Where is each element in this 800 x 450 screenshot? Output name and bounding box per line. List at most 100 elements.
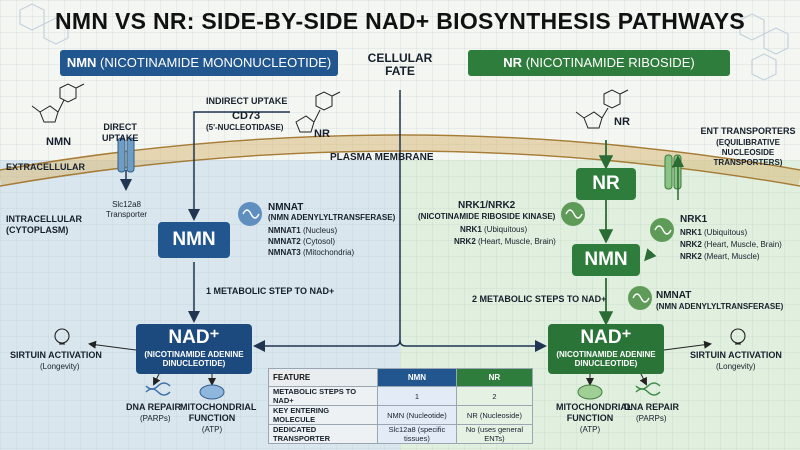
nr-header-abbr: NR bbox=[503, 55, 523, 70]
nrk-right-item-1: NRK1 (Ubiquitous) bbox=[680, 228, 747, 238]
nmn-molecule-label: NMN bbox=[46, 136, 72, 148]
table-header-nr: NR bbox=[455, 368, 534, 387]
nmnat-enzyme-icon bbox=[238, 202, 262, 226]
nrk-right-item-2-val: (Heart, Muscle, Brain) bbox=[704, 240, 782, 249]
nad-box-left: NAD⁺ (NICOTINAMIDE ADENINE DINUCLEOTIDE) bbox=[136, 324, 252, 374]
nr-molecule-label-right: NR bbox=[614, 116, 630, 128]
nrk-right-item-1-val: (Ubiquitous) bbox=[704, 228, 748, 237]
mito-left-desc: (ATP) bbox=[201, 425, 223, 434]
mito-right-name: MITOCHONDRIAL FUNCTION bbox=[556, 402, 633, 423]
nrk-right-item-2: NRK2 (Heart, Muscle, Brain) bbox=[680, 240, 782, 250]
ent-transporters-desc: (EQUILIBRATIVE NUCLEOSIDE TRANSPORTERS) bbox=[713, 138, 783, 167]
table-row: METABOLIC STEPS TO NAD+ 1 2 bbox=[268, 386, 534, 406]
sirtuin-arrow-right bbox=[663, 340, 712, 351]
nr-molecule-right-icon bbox=[575, 89, 629, 129]
nrk-left-item-1: NRK1 (Ubiquitous) bbox=[460, 225, 527, 235]
table-cell: NR (Nucleoside) bbox=[455, 405, 534, 425]
nr-molecule-center-icon bbox=[295, 91, 341, 133]
one-step-label: 1 METABOLIC STEP TO NAD+ bbox=[206, 286, 335, 296]
indirect-uptake-arrow bbox=[188, 111, 290, 221]
table-cell: NMN (Nucleotide) bbox=[377, 405, 457, 425]
nrk-left-desc: (NICOTINAMIDE RIBOSIDE KINASE) bbox=[418, 212, 556, 221]
nrk-right-item-3: NRK2 (Meart, Muscle) bbox=[680, 252, 760, 262]
nad-box-left-desc: (NICOTINAMIDE ADENINE DINUCLEOTIDE) bbox=[144, 350, 244, 368]
dna-arrow-left bbox=[153, 371, 161, 386]
cd73-label: CD73 bbox=[232, 110, 261, 122]
dna-repair-left-desc: (PARPs) bbox=[140, 414, 171, 423]
sirtuin-left-desc: (Longevity) bbox=[40, 362, 80, 371]
cd73-desc: (5'-NUCLEOTIDASE) bbox=[206, 123, 284, 132]
nr-header: NR (NICOTINAMIDE RIBOSIDE) bbox=[468, 50, 730, 76]
extracellular-label: EXTRACELLULAR bbox=[6, 162, 85, 172]
nad-box-right-desc: (NICOTINAMIDE ADENINE DINUCLEOTIDE) bbox=[556, 350, 656, 368]
table-cell: No (uses general ENTs) bbox=[455, 424, 534, 444]
nrk1-enzyme-glyph bbox=[654, 225, 672, 235]
plasma-membrane-label: PLASMA MEMBRANE bbox=[330, 152, 434, 163]
indirect-uptake-label: INDIRECT UPTAKE bbox=[206, 96, 288, 106]
sirtuin-arrow-left bbox=[88, 340, 137, 351]
nrk-right-name: NRK1 bbox=[680, 214, 708, 225]
mito-left-name: MITOCHONDRIAL FUNCTION bbox=[180, 402, 257, 423]
dna-helix-icon-right bbox=[635, 382, 661, 396]
nmn-box-right: NMN bbox=[572, 244, 640, 276]
nr-header-full: (NICOTINAMIDE RIBOSIDE) bbox=[525, 55, 695, 70]
nmnat-left-item-3-key: NMNAT3 bbox=[268, 248, 301, 257]
nr-molecule-label-center: NR bbox=[314, 128, 330, 140]
nmnat-left-desc: (NMN ADENYLYLTRANSFERASE) bbox=[268, 213, 396, 222]
table-header-feature: FEATURE bbox=[268, 368, 378, 387]
nmn-header: NMN (NICOTINAMIDE MONONUCLEOTIDE) bbox=[60, 50, 338, 76]
nr-box: NR bbox=[576, 168, 636, 200]
table-cell: DEDICATED TRANSPORTER bbox=[268, 424, 378, 444]
nrk-left-item-1-val: (Ubiquitous) bbox=[484, 225, 528, 234]
nmnat-right-enzyme-icon bbox=[628, 286, 652, 310]
dna-helix-icon bbox=[145, 382, 171, 396]
table-row: DEDICATED TRANSPORTER Slc12a8 (specific … bbox=[268, 424, 534, 444]
hexagon-decoration bbox=[19, 3, 789, 81]
table-cell: Slc12a8 (specific tissues) bbox=[377, 424, 457, 444]
fate-arrow-right bbox=[399, 339, 547, 352]
nmnat-right-desc: (NMN ADENYLYLTRANSFERASE) bbox=[656, 302, 784, 311]
table-row: KEY ENTERING MOLECULE NMN (Nucleotide) N… bbox=[268, 405, 534, 425]
nrk-left-item-1-key: NRK1 bbox=[460, 225, 482, 234]
nmn-header-full: (NICOTINAMIDE MONONUCLEOTIDE) bbox=[100, 55, 332, 70]
dna-repair-left-name: DNA REPAIR bbox=[126, 402, 182, 412]
nrk-right-item-1-key: NRK1 bbox=[680, 228, 702, 237]
table-cell: KEY ENTERING MOLECULE bbox=[268, 405, 378, 425]
slc12a8-channel-icon bbox=[117, 137, 135, 173]
direct-uptake-label: DIRECT UPTAKE bbox=[102, 122, 139, 143]
nmnat-left-item-3-val: (Mitochondria) bbox=[302, 248, 355, 257]
fate-arrow-left bbox=[253, 339, 401, 352]
table-header-nmn: NMN bbox=[377, 368, 457, 387]
table-cell: 1 bbox=[377, 386, 457, 406]
two-steps-label: 2 METABOLIC STEPS TO NAD+ bbox=[472, 294, 607, 304]
nmnat-enzyme-glyph bbox=[242, 209, 260, 219]
table-cell: METABOLIC STEPS TO NAD+ bbox=[268, 386, 378, 406]
nrk-left-item-2-val: (Heart, Muscle, Brain) bbox=[478, 237, 556, 246]
cellular-fate-label: CELLULAR FATE bbox=[367, 51, 433, 78]
nrk1-feed-arrow bbox=[644, 248, 657, 262]
table-cell: 2 bbox=[455, 386, 534, 406]
nrk-right-item-2-key: NRK2 bbox=[680, 240, 702, 249]
mitochondria-icon bbox=[199, 384, 225, 400]
nrk-enzyme-glyph bbox=[565, 209, 583, 219]
nrk-right-item-3-val: (Meart, Muscle) bbox=[704, 252, 760, 261]
nrk-left-item-2-key: NRK2 bbox=[454, 237, 476, 246]
nmnat-left-item-1-key: NMNAT1 bbox=[268, 226, 301, 235]
table-header-row: FEATURE NMN NR bbox=[268, 368, 534, 387]
comparison-table: FEATURE NMN NR METABOLIC STEPS TO NAD+ 1… bbox=[268, 368, 534, 444]
mitochondria-icon-right bbox=[577, 384, 603, 400]
nmnat-left-item-2: NMNAT2 (Cytosol) bbox=[268, 237, 335, 247]
nrk-enzyme-icon bbox=[561, 202, 585, 226]
slc12a8-label: Slc12a8 Transporter bbox=[106, 200, 148, 219]
nmnat-left-item-2-key: NMNAT2 bbox=[268, 237, 301, 246]
sirtuin-right-name: SIRTUIN ACTIVATION bbox=[690, 350, 782, 360]
nad-box-right-name: NAD⁺ bbox=[580, 327, 632, 348]
ent-transporters-label: ENT TRANSPORTERS bbox=[700, 126, 796, 136]
nmnat-left-item-1-val: (Nucleus) bbox=[302, 226, 338, 235]
dna-arrow-right bbox=[639, 371, 647, 386]
nmnat-left-item-1: NMNAT1 (Nucleus) bbox=[268, 226, 337, 236]
nmnat-right-name: NMNAT bbox=[656, 290, 692, 301]
nmn-box-left: NMN bbox=[158, 222, 230, 258]
nrk-right-item-3-key: NRK2 bbox=[680, 252, 702, 261]
